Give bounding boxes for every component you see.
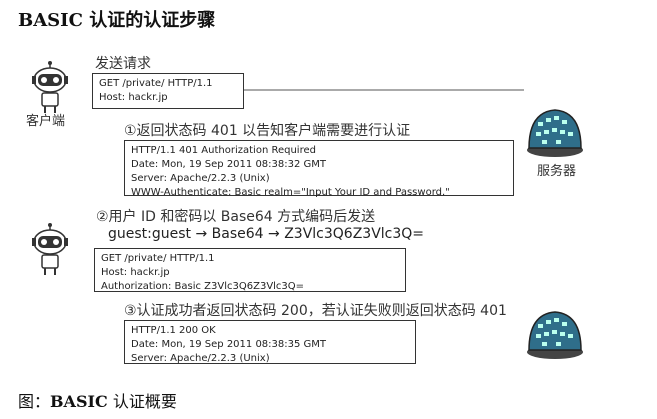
step3-text: ③认证成功者返回状态码 200，若认证失败则返回状态码 401	[124, 303, 507, 319]
response1-line: Date: Mon, 19 Sep 2011 08:38:32 GMT	[131, 159, 327, 170]
request1-arrow	[244, 89, 524, 91]
page-title: BASIC 认证的认证步骤	[18, 10, 216, 31]
server-dome-icon	[527, 109, 583, 157]
response1-line: Server: Apache/2.2.3 (Unix)	[131, 173, 270, 184]
request2-line: GET /private/ HTTP/1.1	[101, 253, 215, 264]
request1-line: Host: hackr.jp	[99, 92, 168, 103]
caption-prefix: 图：	[18, 392, 51, 411]
response2-box: HTTP/1.1 200 OK Date: Mon, 19 Sep 2011 0…	[124, 320, 416, 364]
step1-text: ①返回状态码 401 以告知客户端需要进行认证	[124, 123, 411, 139]
step2-text: ②用户 ID 和密码以 Base64 方式编码后发送	[96, 209, 376, 225]
client-label: 客户端	[26, 114, 66, 129]
request1-box: GET /private/ HTTP/1.1 Host: hackr.jp	[92, 73, 244, 109]
response2-line: HTTP/1.1 200 OK	[131, 325, 216, 336]
request2-box: GET /private/ HTTP/1.1 Host: hackr.jp Au…	[94, 248, 406, 292]
base64-formula: guest:guest → Base64 → Z3Vlc3Q6Z3Vlc3Q=	[108, 226, 425, 242]
client-robot-icon	[32, 223, 68, 275]
server-dome-icon	[527, 311, 583, 359]
response1-box: HTTP/1.1 401 Authorization Required Date…	[124, 140, 514, 198]
client-robot-icon	[32, 61, 68, 113]
response1-line: WWW-Authenticate: Basic realm="Input You…	[131, 187, 450, 198]
figure-caption: 图：BASIC 认证概要	[18, 388, 177, 412]
request1-line: GET /private/ HTTP/1.1	[99, 78, 213, 89]
request2-line: Authorization: Basic Z3Vlc3Q6Z3Vlc3Q=	[101, 281, 305, 292]
response2-line: Server: Apache/2.2.3 (Unix)	[131, 353, 270, 364]
send-request-label: 发送请求	[95, 56, 151, 72]
request2-line: Host: hackr.jp	[101, 267, 170, 278]
response2-line: Date: Mon, 19 Sep 2011 08:38:35 GMT	[131, 339, 327, 350]
server-label: 服务器	[537, 164, 577, 179]
caption-rest: 认证概要	[107, 392, 177, 411]
caption-bold: BASIC	[50, 392, 108, 411]
response1-line: HTTP/1.1 401 Authorization Required	[131, 145, 316, 156]
